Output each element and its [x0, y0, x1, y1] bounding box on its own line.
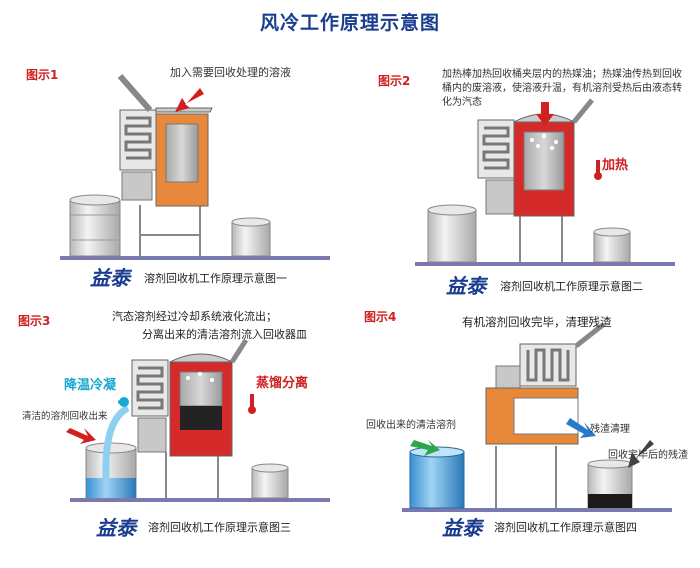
panel-3-caption: 溶剂回收机工作原理示意图三: [148, 521, 291, 534]
recovered-label: 回收出来的清洁溶剂: [366, 420, 456, 431]
input-arrow: [175, 88, 204, 112]
condenser-coil: [477, 119, 515, 179]
thermometer-icon: [594, 160, 602, 180]
panel-2-drawing: [415, 98, 675, 266]
panel-4-caption: 溶剂回收机工作原理示意图四: [494, 521, 637, 534]
brand-logo: 益泰: [90, 266, 130, 290]
outflow-label: 清洁的溶剂回收出来: [22, 411, 108, 422]
barrel-residue: [587, 459, 633, 509]
condenser-coil: [519, 343, 577, 387]
barrel-right: [231, 217, 271, 257]
brand-logo: 益泰: [442, 516, 482, 540]
outflow-arrow: [66, 428, 96, 444]
barrel-left: [69, 194, 121, 257]
outflow-stream: [102, 404, 130, 479]
brand-logo: 益泰: [446, 274, 486, 298]
panel-4-note: 有机溶剂回收完毕，清理残渣: [462, 315, 612, 329]
barrel-right: [251, 463, 289, 499]
panel-2-tag: 图示2: [378, 74, 411, 88]
floor-line: [415, 262, 675, 266]
panel-1-caption: 溶剂回收机工作原理示意图一: [144, 272, 287, 285]
floor-line: [60, 256, 330, 260]
panel-3-note-line2: 分离出来的清洁溶剂流入回收器皿: [142, 328, 307, 341]
panel-4-drawing: [402, 322, 672, 512]
panel-1-drawing: [60, 74, 330, 260]
barrel-left: [427, 204, 477, 263]
residue-arrow: [628, 440, 654, 468]
condenser-coil: [119, 109, 157, 171]
panel-1-tag: 图示1: [26, 68, 59, 82]
recovered-arrow: [410, 440, 440, 456]
clean-arrow: [566, 418, 596, 438]
panel-2-note: 加热棒加热回收桶夹层内的热媒油；热媒油传热到回收桶内的废溶液，使溶液升温，有机溶…: [442, 69, 682, 108]
cooling-label: 降温冷凝: [64, 378, 117, 393]
down-arrow: [536, 102, 554, 126]
distill-label: 蒸馏分离: [256, 376, 309, 391]
panel-2-caption: 溶剂回收机工作原理示意图二: [500, 280, 643, 293]
page-title: 风冷工作原理示意图: [259, 12, 440, 34]
droplet-icon: [119, 397, 129, 407]
residue-label: 回收完毕后的残渣: [608, 450, 688, 461]
panel-3-drawing: [66, 338, 330, 502]
barrel-right: [593, 227, 631, 263]
brand-logo: 益泰: [96, 516, 136, 540]
barrel-blue: [85, 442, 137, 499]
thermometer-icon: [248, 394, 256, 414]
panel-1-note: 加入需要回收处理的溶液: [170, 66, 291, 79]
panel-3-tag: 图示3: [18, 314, 51, 328]
panel-4-tag: 图示4: [364, 310, 397, 324]
panel-3-note-line1: 汽态溶剂经过冷却系统液化流出；: [112, 310, 277, 323]
floor-line: [70, 498, 330, 502]
floor-line: [402, 508, 672, 512]
clean-label: 残渣清理: [590, 424, 630, 435]
heat-label: 加热: [602, 158, 629, 173]
barrel-blue: [409, 446, 465, 509]
condenser-coil: [131, 359, 169, 417]
